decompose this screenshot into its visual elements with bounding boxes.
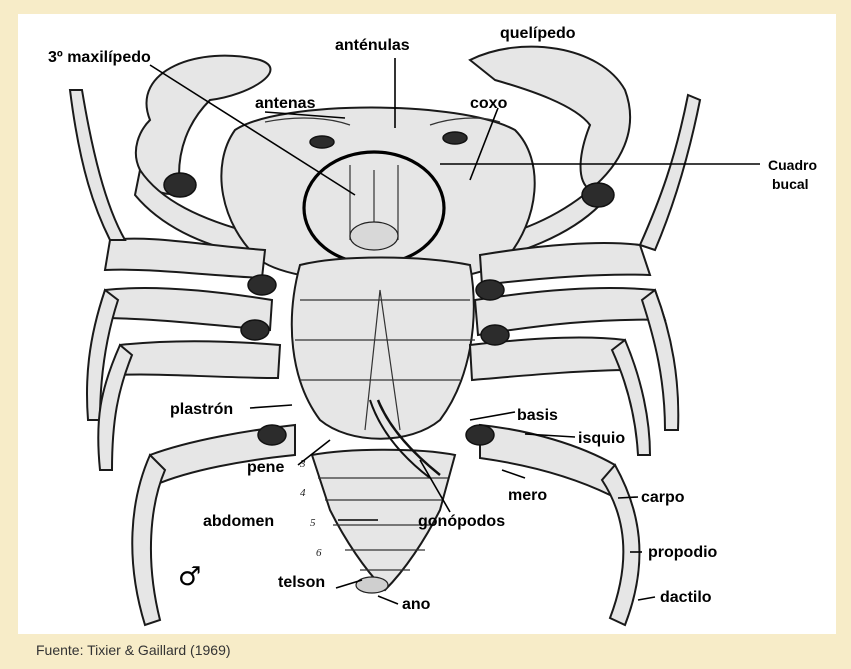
segment-number: 5 (310, 517, 316, 529)
left-claw-joint (164, 173, 196, 197)
label-gonopods: gonópodos (418, 513, 505, 530)
label-dactylus: dactilo (660, 589, 712, 606)
label-mouth-frame-1: Cuadro (768, 157, 817, 173)
label-antennae: antenas (255, 95, 316, 112)
label-coxa: coxo (470, 95, 508, 112)
source-caption: Fuente: Tixier & Gaillard (1969) (36, 642, 231, 658)
label-merus: mero (508, 487, 547, 504)
left-eye (310, 136, 334, 148)
segment-number: 4 (300, 487, 306, 499)
right-eye (443, 132, 467, 144)
label-abdomen: abdomen (203, 513, 274, 530)
label-3rd-maxilliped: 3º maxilípedo (48, 49, 151, 66)
label-anus: ano (402, 596, 431, 613)
crab-illustration (70, 47, 700, 625)
label-basis: basis (517, 407, 558, 424)
label-ischium: isquio (578, 430, 625, 447)
label-plastron: plastrón (170, 401, 233, 418)
label-cheliped: quelípedo (500, 25, 576, 42)
label-mouth-frame-2: bucal (772, 176, 809, 192)
right-claw-joint (582, 183, 614, 207)
male-symbol-icon: ♂ (178, 562, 201, 592)
label-propodus: propodio (648, 544, 718, 561)
label-penis: pene (247, 459, 284, 476)
label-antennules: anténulas (335, 37, 410, 54)
label-telson: telson (278, 574, 325, 591)
label-carpus: carpo (641, 489, 685, 506)
segment-number: 6 (316, 547, 322, 559)
